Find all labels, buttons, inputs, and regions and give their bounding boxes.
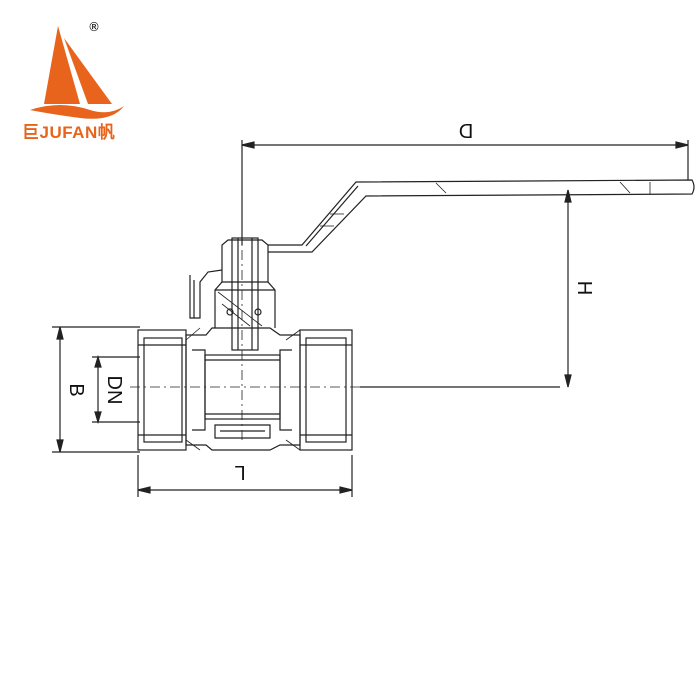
dimension-b: B xyxy=(52,326,140,453)
dimension-l: L xyxy=(137,455,353,497)
registered-mark: ® xyxy=(88,20,100,34)
label-h: H xyxy=(573,281,595,295)
label-l: L xyxy=(234,461,245,483)
label-dn: DN xyxy=(103,376,125,405)
valve-body xyxy=(137,327,353,451)
dimension-h: H xyxy=(360,189,595,388)
dimension-dn: DN xyxy=(92,354,140,425)
brand-name: 巨JUFAN帆 xyxy=(22,118,115,143)
label-b: B xyxy=(65,383,87,396)
dimension-d: D xyxy=(241,119,689,245)
valve-handle xyxy=(268,179,695,253)
label-d: D xyxy=(459,119,473,141)
brand-name-text: 巨JUFAN帆 xyxy=(22,123,116,142)
sail-logo-icon xyxy=(30,26,124,119)
valve-stem xyxy=(189,237,276,351)
